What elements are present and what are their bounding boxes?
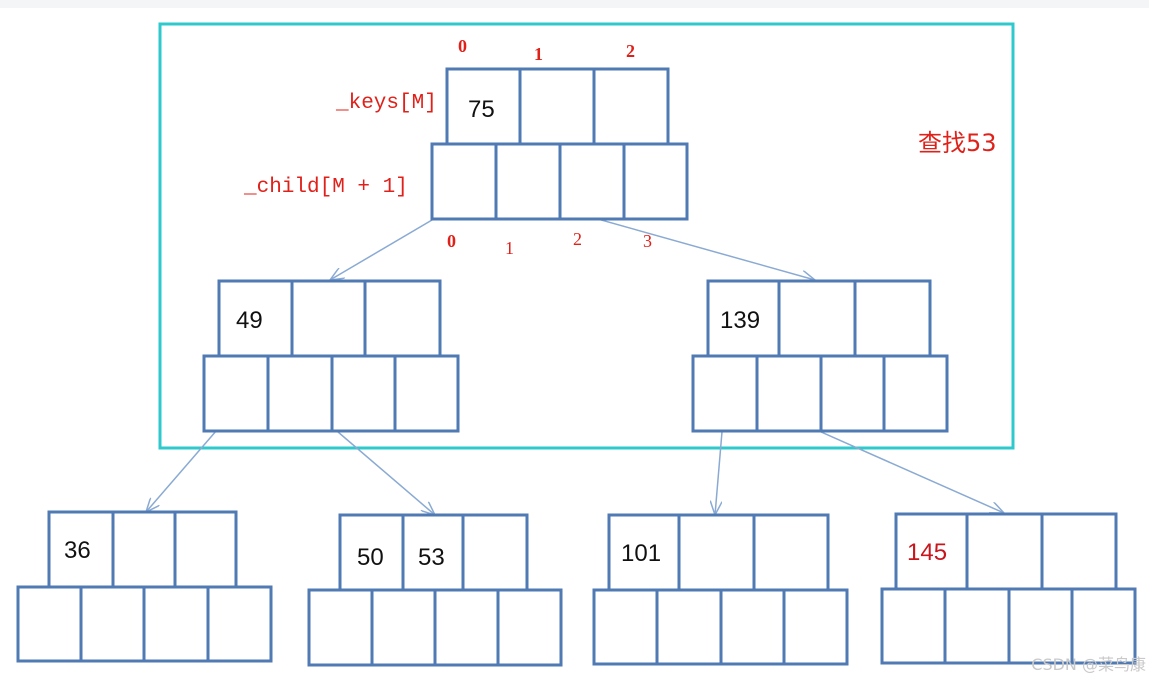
child-cell [755, 354, 823, 433]
key-value: 50 [357, 544, 384, 571]
top-bar [0, 0, 1149, 8]
key-cell [777, 279, 857, 358]
child-cell [1070, 587, 1137, 665]
key-cell [290, 279, 367, 358]
child-cell [266, 354, 334, 433]
child-cell [433, 588, 500, 667]
child-cell [882, 354, 949, 433]
key-index-label: 1 [534, 44, 543, 64]
root-keys-row: 75 [445, 67, 670, 146]
child-cell [782, 588, 849, 666]
key-index-label: 0 [458, 36, 467, 56]
child-cell [370, 588, 437, 667]
key-cell [518, 67, 596, 146]
key-value: 49 [236, 307, 263, 334]
child-cell [393, 354, 460, 433]
child-cell [202, 354, 270, 433]
key-value: 53 [418, 544, 445, 571]
child-index-label: 1 [505, 238, 514, 258]
search-target-label: 查找53 [918, 129, 997, 157]
child-cell [719, 588, 786, 666]
annotations: 0 1 2 _keys[M] _child[M + 1] 0 1 2 3 查找5… [243, 36, 997, 258]
watermark: CSDN @菜鸟康 [1031, 655, 1146, 674]
key-value: 139 [720, 307, 760, 334]
key-cell [173, 510, 238, 589]
child-cell [307, 588, 374, 667]
key-value: 75 [468, 96, 495, 123]
child-cell [16, 585, 83, 663]
key-cell [752, 513, 830, 592]
key-cell [401, 513, 465, 592]
leaf-node-36: 36 [16, 510, 273, 663]
key-value: 101 [621, 540, 661, 567]
child-index-label: 3 [643, 231, 652, 251]
child-index-label: 2 [573, 229, 582, 249]
child-cell [880, 587, 947, 665]
leaf-node-145: 145 [880, 512, 1137, 665]
key-cell [853, 279, 932, 358]
edges [146, 199, 1004, 515]
node-139: 139 [691, 279, 949, 433]
child-cell [655, 588, 723, 666]
child-cell [430, 142, 498, 221]
child-cell [592, 588, 659, 666]
key-cell [461, 513, 529, 592]
key-cell [677, 513, 756, 592]
child-cell [330, 354, 397, 433]
key-index-label: 2 [626, 41, 635, 61]
child-cell [494, 142, 562, 221]
key-cell [111, 510, 177, 589]
child-cell [943, 587, 1011, 665]
child-array-label: _child[M + 1] [243, 176, 408, 199]
leaf-node-50-53: 50 53 [307, 513, 563, 667]
child-index-label: 0 [447, 231, 456, 251]
search-highlight-frame [158, 22, 1015, 450]
child-cell [142, 585, 210, 663]
key-cell [1040, 512, 1118, 591]
key-cell [894, 512, 969, 591]
child-cell [691, 354, 759, 433]
child-cell [819, 354, 886, 433]
node-49: 49 [202, 279, 460, 433]
root-node: 75 [430, 67, 689, 221]
child-cell [1007, 587, 1074, 665]
child-cell [622, 142, 689, 221]
key-cell [706, 279, 781, 358]
key-value-target: 145 [907, 539, 947, 566]
key-value: 36 [64, 537, 91, 564]
key-cell [363, 279, 442, 358]
leaf-node-101: 101 [592, 513, 849, 666]
root-children-row [430, 142, 689, 221]
child-cell [206, 585, 273, 663]
key-cell [965, 512, 1044, 591]
child-cell [496, 588, 563, 667]
keys-array-label: _keys[M] [335, 92, 437, 115]
child-cell [558, 142, 626, 221]
child-cell [79, 585, 146, 663]
key-cell [592, 67, 670, 146]
